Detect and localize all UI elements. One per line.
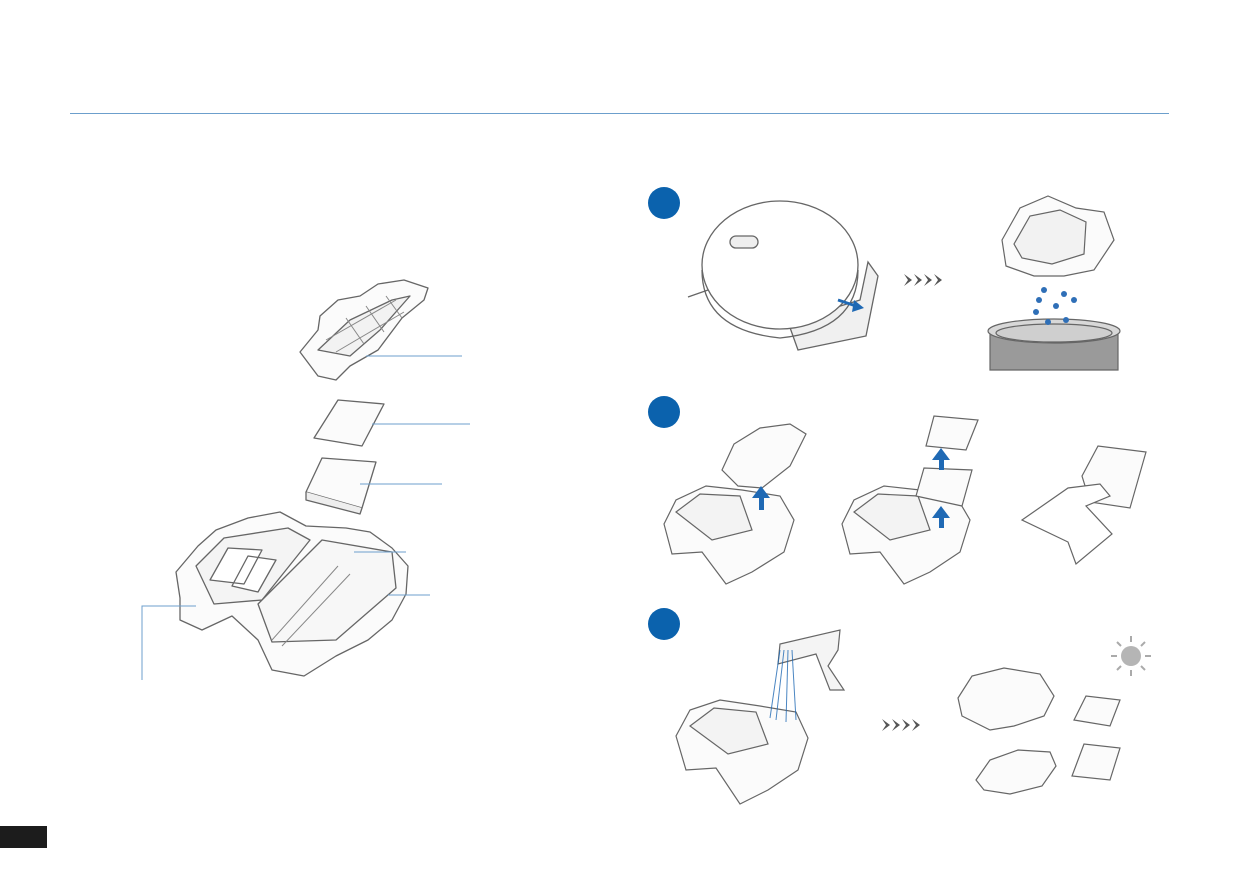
hepa-drying (1071, 743, 1121, 781)
step-1-badge (648, 187, 680, 219)
step-3-badge (648, 608, 680, 640)
hand-illustration (1020, 483, 1113, 566)
dustbin-upside-down (1001, 195, 1115, 277)
dustbin-exploded-diagram (141, 279, 470, 680)
up-arrow-icon (752, 448, 950, 528)
faucet-illustration (777, 629, 846, 691)
page-tab (0, 826, 47, 848)
water-stream (769, 649, 797, 723)
cover-lifted (721, 423, 807, 489)
right-arrow-icon (837, 298, 857, 308)
cover-drying (975, 749, 1057, 795)
header-rule (70, 113, 1169, 114)
filter-sheet-part (313, 399, 385, 447)
step-2-badge (648, 396, 680, 428)
sheet-drying (1073, 695, 1121, 727)
robot-vacuum-illustration (687, 200, 879, 351)
hepa-filter-part (305, 457, 377, 509)
triple-chevron-arrow-icon (904, 274, 942, 286)
dustbin-drying-1 (957, 667, 1055, 731)
triple-chevron-arrow-icon (882, 719, 920, 731)
dust-particles (1033, 287, 1077, 325)
trash-can-illustration (987, 318, 1121, 371)
sheet-lifted (925, 415, 979, 451)
hepa-lifted (915, 467, 973, 507)
sun-icon (1111, 636, 1151, 676)
